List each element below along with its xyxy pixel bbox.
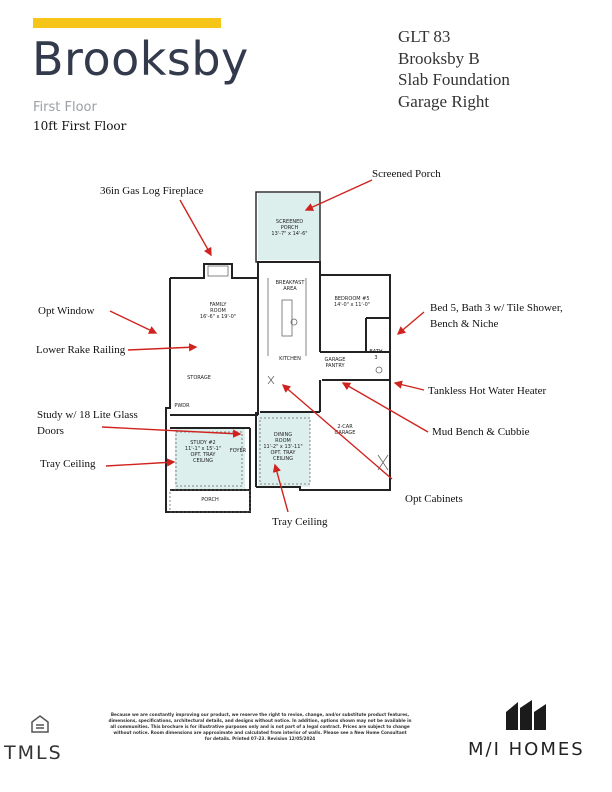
room-storage: STORAGE — [187, 375, 211, 381]
callout-tray-left: Tray Ceiling — [40, 458, 96, 470]
room-study: STUDY #2 11'-1" x 15'-1" OPT. TRAY CEILI… — [184, 440, 222, 464]
room-garage: 2-CAR GARAGE — [334, 424, 356, 436]
callout-mud-bench: Mud Bench & Cubbie — [432, 426, 530, 438]
floor-label: First Floor — [33, 100, 97, 115]
callout-bed5-line2: Bench & Niche — [430, 318, 499, 330]
callout-fireplace: 36in Gas Log Fireplace — [100, 185, 204, 197]
callout-opt-window: Opt Window — [38, 305, 95, 317]
info-foundation: Slab Foundation — [398, 70, 510, 89]
callout-opt-cabinets: Opt Cabinets — [405, 493, 463, 505]
room-powder: PWDR — [174, 403, 190, 409]
room-kitchen: KITCHEN — [279, 356, 301, 362]
arrow-tray-left — [105, 458, 176, 467]
room-bedroom-5: BEDROOM #5 14'-0" x 11'-0" — [333, 296, 371, 308]
arrow-tray-bottom — [272, 463, 289, 513]
arrow-bed5 — [396, 311, 425, 335]
callout-tray-bottom: Tray Ceiling — [272, 516, 328, 528]
arrow-screened-porch — [304, 179, 373, 211]
floor-plan-details — [169, 265, 389, 513]
room-family: FAMILY ROOM 16'-6" x 19'-0" — [199, 302, 237, 320]
equal-housing-icon — [31, 715, 49, 733]
info-elevation: Brooksby B — [398, 48, 480, 68]
info-garage: Garage Right — [398, 91, 490, 111]
arrow-opt-window — [109, 310, 158, 334]
room-breakfast: BREAKFAST AREA — [275, 280, 305, 292]
arrow-water-heater — [393, 380, 425, 391]
room-dining: DINING ROOM 11'-2" x 13'-11" OPT. TRAY C… — [263, 432, 303, 462]
mi-homes-logo-icon — [506, 700, 546, 730]
room-screened-porch: SCREENED PORCH 13'-7" x 14'-6" — [271, 219, 308, 237]
room-bath-3: BATH 3 — [369, 349, 383, 361]
plan-title: Brooksby — [32, 32, 249, 86]
legal-disclaimer: Because we are constantly improving our … — [108, 712, 412, 741]
info-lot: GLT 83 — [398, 27, 451, 46]
arrow-opt-cabinets — [281, 384, 393, 480]
arrow-rake-railing — [127, 343, 198, 352]
callout-study-line2: Doors — [37, 425, 64, 437]
floor-plan-tint — [175, 193, 320, 489]
callout-water-heater: Tankless Hot Water Heater — [428, 385, 547, 397]
room-foyer: FOYER — [229, 448, 247, 454]
arrow-study — [101, 426, 242, 438]
mls-logo: TMLS — [4, 742, 63, 764]
room-porch: PORCH — [201, 497, 219, 503]
callout-rake-railing: Lower Rake Railing — [36, 344, 126, 356]
floor-plan-walls — [165, 191, 391, 513]
callout-bed5-line1: Bed 5, Bath 3 w/ Tile Shower, — [430, 302, 563, 314]
callout-study-line1: Study w/ 18 Lite Glass — [37, 409, 138, 421]
plan-info: GLT 83 Brooksby B Slab Foundation Garage… — [398, 26, 510, 112]
arrow-fireplace — [179, 199, 212, 257]
callout-screened-porch: Screened Porch — [372, 168, 441, 180]
ceiling-note: 10ft First Floor — [33, 119, 127, 133]
accent-bar — [33, 18, 221, 28]
arrow-mud-bench — [341, 382, 429, 433]
brand-name: M/I HOMES — [468, 739, 585, 760]
room-garage-pantry: GARAGE PANTRY — [324, 357, 346, 369]
